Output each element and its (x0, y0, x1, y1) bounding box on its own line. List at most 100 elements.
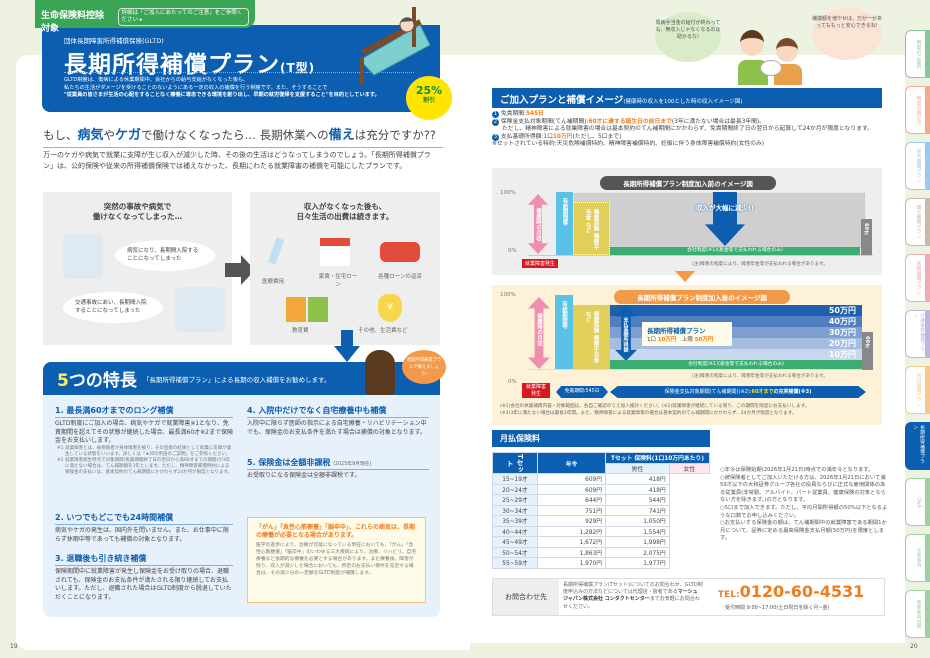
t: は充分ですか?? (354, 128, 436, 142)
disease-warning-box: 「がん」「急性心筋梗塞」「脳卒中」、これらの病気は、長期の療養が必要となる場合が… (247, 517, 426, 603)
feature-title: 5. 保険金は全額非課税 (2025年9月現在) (247, 457, 429, 470)
house-icon (320, 238, 350, 266)
side-tab[interactable]: Q&A (905, 478, 930, 526)
callout-bubble: 長期所得補償プランで備えましょう! (402, 350, 446, 384)
paid-leave-bar: 有給期間等 (555, 295, 573, 369)
axis-label-0: 0% (508, 379, 517, 385)
t: もし、 (43, 128, 78, 142)
health-insurance-bar: 健康保険 傷病手当金 など (573, 202, 610, 255)
t: 収入がなくなった後も、 (303, 202, 387, 211)
t: つの特長 (68, 371, 137, 391)
sick-person-in-bed-illustration (359, 7, 431, 85)
feature-1: 1. 最長満60才までのロング補償 GLTD制度にご加入の場合、病気やケガで就業… (55, 405, 233, 476)
side-tab[interactable]: 総合補償プラン (905, 142, 930, 190)
diagram-note: (注)障害の程度により、障害年金等が支払われる場合があります。 (692, 374, 828, 379)
cell-age: 50~54才 (492, 546, 538, 558)
t: 日々生活の出費は続きます。 (296, 212, 394, 221)
after-enrollment-diagram: 長期所得補償プラン制度加入後のイメージ図 100% 0% 健康時の月収 有給期間… (492, 285, 882, 425)
side-tab[interactable]: 長期所得補償プラン (905, 422, 930, 470)
features-heading: 5つの特長 (57, 366, 137, 391)
cell-male: 751円 (537, 504, 606, 516)
t: TEL: (718, 590, 740, 600)
header-female: 女性 (668, 462, 711, 474)
feature-text: GLTD制度にご加入の場合、病気やケガで就業障害※1となり、免責期間を超えてその… (55, 420, 234, 444)
title-suffix: (T型) (280, 61, 316, 75)
feature-title: 4. 入院中だけでなく自宅療養中も補償 (247, 405, 429, 418)
side-tab[interactable]: 重要事項説明 (905, 590, 930, 638)
company-benefit-bar: 会社制度(※1)(基金等で支払われる場合のみ) (610, 247, 860, 255)
features-lead: 「長期所得補償プラン」による長期の収入補償をお勧めします。 (142, 375, 331, 384)
paid-leave-bar: 有給期間等 (556, 192, 573, 255)
title-text: 長期所得補償プラン (64, 52, 280, 78)
cell-age: 40~44才 (492, 525, 538, 537)
side-tab[interactable]: 医療補償プラン (905, 254, 930, 302)
t: 突然の事故や病気で (103, 202, 172, 211)
t: 長期所得補償プラン(Tセット)についてのお問合わせ、GLTD制度申込みの方法など… (563, 582, 703, 596)
side-tab[interactable]: 積立傷害プラン (905, 198, 930, 246)
cell-female: 1,998円 (605, 536, 670, 548)
t: 60才まで (751, 389, 774, 395)
cell-male: 929円 (537, 515, 606, 527)
level-40: 40万円 (610, 316, 862, 327)
plan-description: GLTD制度は、傷病による休業期間中、会社からの給与支給がなくなった後も、私たち… (64, 77, 434, 100)
side-tab[interactable]: 介護事故補償プラン (905, 310, 930, 358)
axis-label-0: 0% (508, 248, 517, 254)
axis-label-100: 100% (500, 292, 516, 298)
speech-bubble-right: 補償額を増やせば、万が一があってももっと安心できるね! (812, 8, 882, 60)
desc-line: GLTD制度は、傷病による休業期間中、会社からの給与支給がなくなった後も、 (64, 77, 249, 83)
side-tab[interactable]: 注意事項 (905, 534, 930, 582)
t: で働けなくなったら… 長期休業への (141, 128, 329, 142)
desc-line: "従業員の皆さまが生活の心配をすることなく療養に専念できる環境を創り出し、早期の… (64, 92, 380, 98)
plan-levels: 50万円 40万円 30万円 20万円 10万円 (610, 305, 862, 360)
t: 5 (57, 371, 69, 391)
expense-other: その他、生活費など (358, 328, 408, 334)
speech-bubble: 交通事故にあい、長期間入院することになってしまった (63, 292, 163, 323)
page-title: 長期所得補償プラン(T型) (64, 45, 315, 79)
cell-female: 544円 (605, 494, 670, 506)
t: 545日 (526, 111, 544, 117)
feature-3: 3. 退職後も引き続き補償 保険期間中に就業障害が発生し保険金をお受け取りの場合… (55, 553, 233, 602)
plan-label-box: 長期所得補償プラン 1口 10万円 上限 50万円 (642, 322, 732, 346)
feature-4: 4. 入院中だけでなく自宅療養中も補償 入院中に限らず医師の指示による自宅療養・… (247, 405, 429, 437)
section-title: ご加入プランと補償イメージ (500, 95, 624, 106)
side-tab[interactable]: 制度のご案内 (905, 30, 930, 78)
t: や (103, 128, 116, 142)
discount-badge: 25%割引 (408, 78, 450, 118)
warning-title: 「がん」「急性心筋梗塞」「脳卒中」、これらの病気は、長期の療養が必要となる場合が… (256, 524, 416, 539)
note-1: 1 免責期間:545日 (492, 111, 887, 119)
expense-housing: 家賃・住宅ローン (318, 274, 358, 288)
note-2: 2 保険金支払対象期間(てん補期間):60才に達する誕生日の前日まで(3年に満た… (492, 118, 887, 127)
side-tab[interactable]: 制度の選び方 (905, 86, 930, 134)
note-riders: ※セットされている特約:天災危険補償特約、精神障害補償特約、妊娠に伴う身体障害補… (492, 141, 765, 147)
section-header: ご加入プランと補償イメージ(健康時の収入を100とした時の収入イメージ図) (492, 88, 882, 108)
t: 10万円 (657, 337, 677, 343)
number-1-icon: 1 (492, 111, 499, 118)
contact-text: 長期所得補償プラン(Tセット)についてのお問合わせ、GLTD制度申込みの方法など… (563, 582, 703, 611)
side-tab[interactable]: 所得補償プラン (905, 366, 930, 414)
baseline (528, 369, 873, 370)
tag-note-link[interactable]: 詳細は「ご加入にあたってのご注意」をご参照ください ▸ (117, 8, 249, 26)
footnote: (※3)3年に満たない場合は最長3年間。また、精神障害による就業障害の場合は基本… (500, 411, 797, 416)
t: 免責期間: (500, 111, 526, 117)
money-bag-icon: ¥ (378, 294, 402, 322)
tag-label: 生命保険料控除対象 (41, 11, 105, 34)
premium-header: 月払保険料 (492, 430, 710, 447)
plan-name: 長期所得補償プラン (647, 327, 706, 335)
expense-loans: 各種ローンの返済 (378, 274, 422, 280)
number-3-icon: 3 (492, 133, 499, 141)
diagram-title: 長期所得補償プラン制度加入前のイメージ図 (600, 176, 776, 190)
feature-title: 3. 退職後も引き続き補償 (55, 553, 233, 566)
cell-female: 1,977円 (605, 557, 670, 569)
phone-number[interactable]: TEL:0120-60-4531 (718, 582, 864, 601)
desc-line: 私たちの生活がダメージを受けることのないようにある一定の収入の補償を行う制度です… (64, 84, 328, 91)
book-icon (286, 297, 306, 322)
company-benefit-bar: 会社制度(※1)(基金等で支払われる場合のみ) (610, 360, 862, 369)
axis-label-100: 100% (500, 190, 516, 196)
t: 0120-60-4531 (739, 582, 865, 601)
cell-age: 25~29才 (492, 494, 538, 506)
diagram-note: (注)障害の程度により、障害年金等が支払われる場合があります。 (692, 262, 828, 267)
t: までお気軽にお問合わせください。 (563, 596, 700, 610)
